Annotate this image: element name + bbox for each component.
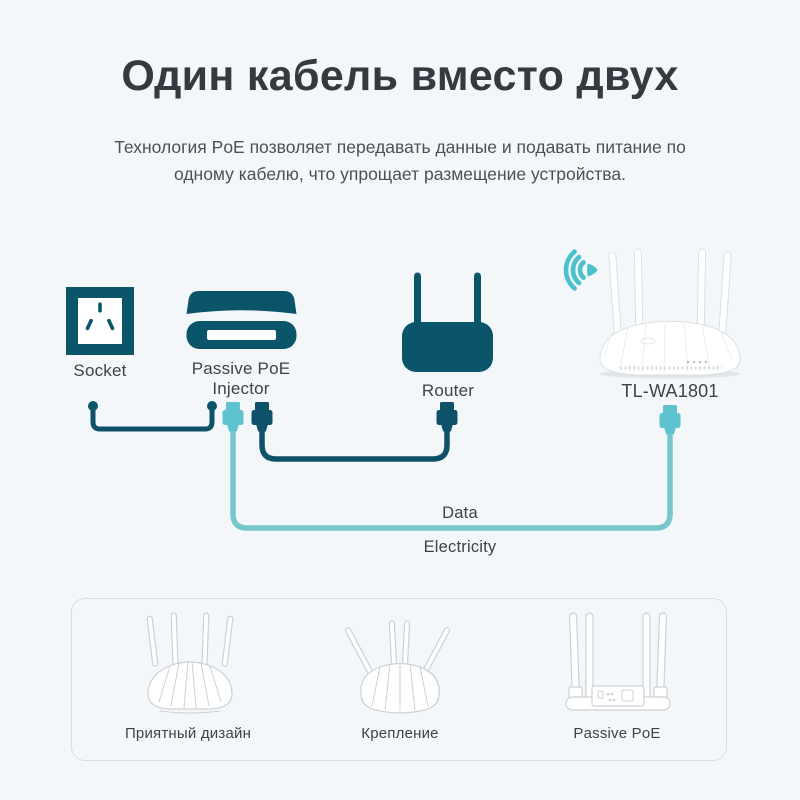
socket-icon bbox=[66, 287, 134, 355]
poe-injector-icon bbox=[186, 291, 297, 349]
router-icon bbox=[402, 272, 493, 372]
injector-label-line-1: Passive PoE bbox=[191, 359, 291, 378]
ethernet-plug-icon bbox=[436, 402, 458, 432]
injector-label-line-2: Injector bbox=[212, 379, 270, 398]
access-point-label: TL-WA1801 bbox=[621, 381, 719, 401]
feature-label-design: Приятный дизайн bbox=[124, 725, 252, 742]
data-cable bbox=[251, 402, 458, 462]
data-cable-label: Data bbox=[442, 504, 478, 522]
feature-illustration-passive-poe bbox=[565, 612, 671, 711]
wifi-signal-icon bbox=[563, 249, 598, 291]
electricity-cable-label: Electricity bbox=[423, 538, 497, 556]
poe-cable bbox=[222, 402, 681, 531]
feature-illustration-mounting bbox=[344, 620, 451, 714]
ethernet-plug-icon bbox=[659, 405, 681, 435]
injector-label: Passive PoE Injector bbox=[166, 359, 316, 399]
router-label: Router bbox=[421, 381, 475, 400]
features-box bbox=[71, 598, 727, 761]
socket-label: Socket bbox=[73, 361, 127, 380]
ethernet-plug-icon bbox=[251, 402, 273, 432]
power-cable bbox=[88, 401, 217, 432]
feature-label-passive-poe: Passive PoE bbox=[573, 725, 661, 742]
subtitle-line-2: одному кабелю, что упрощает размещение у… bbox=[173, 164, 627, 184]
page-title: Один кабель вместо двух bbox=[121, 52, 679, 100]
subtitle-line-1: Технология PoE позволяет передавать данн… bbox=[114, 137, 686, 157]
feature-illustration-design bbox=[146, 612, 234, 714]
access-point-image bbox=[599, 248, 741, 379]
feature-label-mounting: Крепление bbox=[361, 725, 439, 742]
ethernet-plug-icon bbox=[222, 402, 244, 432]
